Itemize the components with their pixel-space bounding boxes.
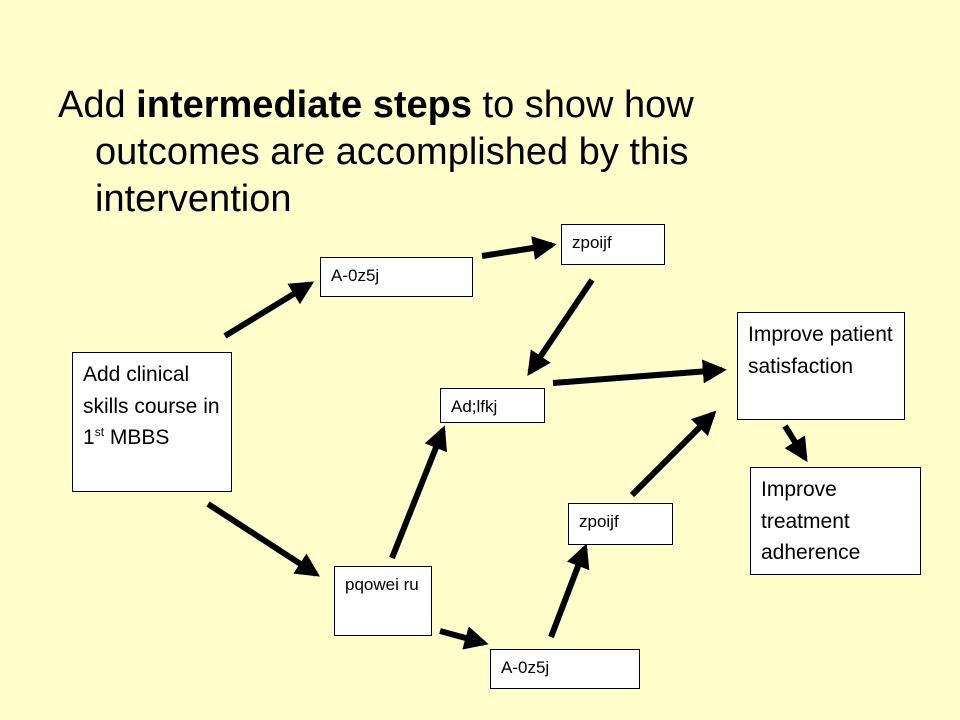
title-bold-phrase: intermediate steps bbox=[136, 84, 472, 126]
arrow-center-to-satisfaction bbox=[552, 359, 727, 386]
top-right-box: zpoijf bbox=[561, 224, 665, 265]
start-box: Add clinical skills course in 1st MBBS bbox=[72, 352, 232, 492]
arrow-bottom-left-to-center bbox=[389, 425, 448, 560]
title-line-3: intervention bbox=[95, 178, 292, 220]
arrow-start-to-top-mid bbox=[223, 281, 315, 339]
bottom-right-box: zpoijf bbox=[568, 503, 673, 545]
arrow-top-mid-to-top-right bbox=[481, 236, 557, 260]
arrow-start-to-bottom-left bbox=[206, 501, 321, 577]
outcome-satisfaction-box: Improve patient satisfaction bbox=[737, 312, 905, 420]
title-line-2: outcomes are accomplished by this bbox=[95, 131, 689, 173]
outcome-adherence-box: Improve treatment adherence bbox=[750, 467, 921, 575]
superscript: st bbox=[94, 425, 105, 439]
bottom-left-box: pqowei ru bbox=[334, 566, 432, 636]
arrow-bottom-left-to-bottom-mid bbox=[439, 626, 489, 650]
slide-title: Add intermediate steps to show how outco… bbox=[58, 82, 898, 223]
arrow-bottom-mid-to-bottom-right bbox=[548, 543, 590, 639]
arrow-bottom-right-to-satisfaction bbox=[629, 410, 717, 498]
title-line-1: Add intermediate steps to show how bbox=[58, 84, 694, 126]
center-box: Ad;lfkj bbox=[440, 388, 545, 423]
bottom-mid-box: A-0z5j bbox=[490, 649, 640, 689]
top-mid-box: A-0z5j bbox=[320, 257, 473, 297]
arrow-top-right-to-center bbox=[527, 278, 595, 376]
arrow-satisfaction-to-adherence bbox=[782, 424, 808, 463]
